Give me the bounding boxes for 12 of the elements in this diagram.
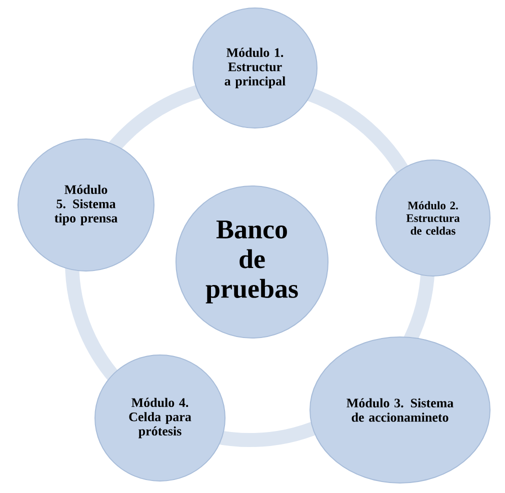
node-label: Módulo 1. Estructur a principal — [224, 48, 286, 88]
module-circle — [310, 336, 490, 484]
node-label: Módulo 2. Estructura de celdas — [406, 201, 460, 235]
node-label: Banco de pruebas — [206, 220, 298, 304]
module-circle — [94, 354, 226, 482]
node-label: Módulo 3. Sistema de accionamineto — [346, 398, 454, 422]
module-circle — [376, 160, 490, 276]
module-circle — [18, 138, 154, 272]
center-circle — [176, 186, 328, 338]
node-label: Módulo 4. Celda para prótesis — [129, 398, 192, 438]
node-label: Módulo 5. Sistema tipo prensa — [54, 184, 118, 226]
module-circle — [192, 8, 318, 128]
